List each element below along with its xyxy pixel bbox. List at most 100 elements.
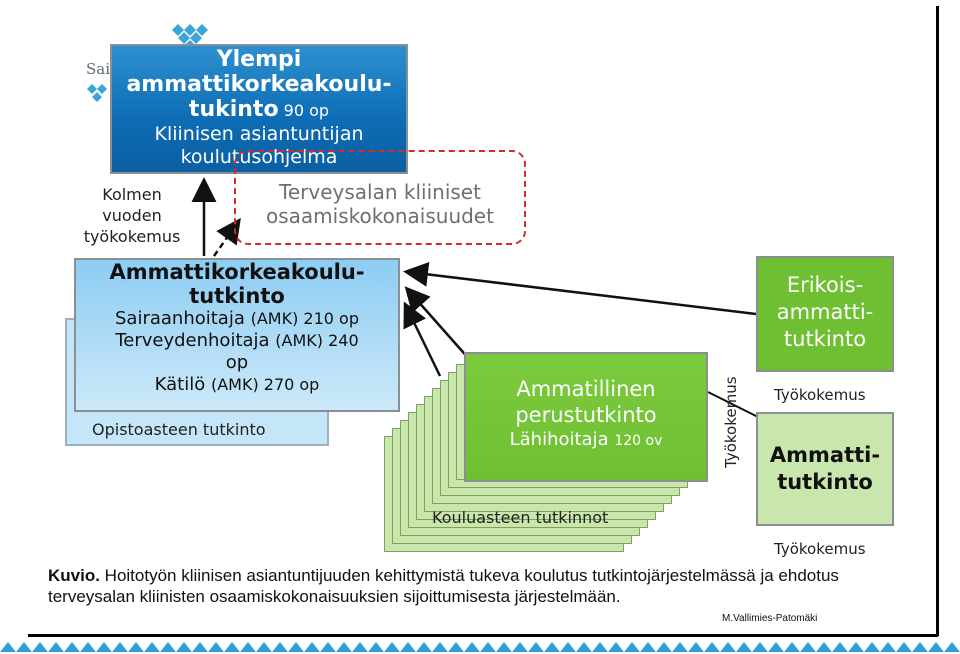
zigzag-triangle bbox=[656, 642, 672, 652]
zigzag-triangle bbox=[144, 642, 160, 652]
zigzag-triangle bbox=[256, 642, 272, 652]
ylempi-line3-op: 90 op bbox=[278, 101, 330, 120]
zigzag-triangle bbox=[288, 642, 304, 652]
zigzag-triangle bbox=[432, 642, 448, 652]
zigzag-triangle bbox=[320, 642, 336, 652]
ammatillinen-line3-small: 120 ov bbox=[614, 433, 663, 449]
author-signature: M.Vallimies-Patomäki bbox=[722, 613, 818, 624]
zigzag-triangle bbox=[704, 642, 720, 652]
zigzag-triangle bbox=[560, 642, 576, 652]
arrow-ammatillinen-to-amk bbox=[404, 286, 471, 361]
kouluasteen-label: Kouluasteen tutkinnot bbox=[432, 508, 609, 527]
zigzag-triangle bbox=[896, 642, 912, 652]
zigzag-triangle bbox=[96, 642, 112, 652]
erikois-line3: tutkinto bbox=[783, 327, 867, 351]
erikois-line2: ammatti- bbox=[776, 300, 874, 324]
zigzag-triangle bbox=[608, 642, 624, 652]
arrow-erikois-to-amk bbox=[403, 261, 757, 316]
zigzag-triangle bbox=[640, 642, 656, 652]
zigzag-triangle bbox=[544, 642, 560, 652]
zigzag-triangle bbox=[32, 642, 48, 652]
tyokokemus-upper: Työkokemus bbox=[774, 386, 866, 404]
zigzag-triangle bbox=[240, 642, 256, 652]
zigzag-triangle bbox=[784, 642, 800, 652]
kolmen-vuoden-tyokokemus: Kolmen vuoden työkokemus bbox=[62, 184, 202, 247]
zigzag-triangle bbox=[192, 642, 208, 652]
amk-row1-small: (AMK) 210 op bbox=[250, 309, 359, 328]
frame-bottom-rule bbox=[28, 634, 938, 637]
zigzag-triangle bbox=[48, 642, 64, 652]
amk-tutkinto-box: Ammattikorkeakoulu- tutkinto Sairaanhoit… bbox=[74, 258, 400, 412]
erikois-line1: Erikois- bbox=[786, 273, 864, 297]
amk-line1: Ammattikorkeakoulu- bbox=[109, 260, 365, 284]
ammatillinen-line2: perustutkinto bbox=[515, 403, 657, 427]
zigzag-triangle bbox=[768, 642, 784, 652]
erikoisammattitutkinto-box: Erikois- ammatti- tutkinto bbox=[756, 256, 894, 372]
caption-bold: Kuvio. bbox=[48, 566, 100, 585]
zigzag-triangle bbox=[416, 642, 432, 652]
ammattitutkinto-box: Ammatti- tutkinto bbox=[756, 412, 894, 526]
frame-right-rule bbox=[936, 6, 939, 636]
zigzag-triangle bbox=[864, 642, 880, 652]
ylempi-amk-box: Ylempi ammattikorkeakoulu- tukinto 90 op… bbox=[110, 44, 408, 174]
figure-caption: Kuvio. Hoitotyön kliinisen asiantuntijuu… bbox=[48, 565, 928, 607]
ylempi-line4: Kliinisen asiantuntijan bbox=[154, 123, 364, 145]
amk-line2: tutkinto bbox=[189, 284, 285, 308]
zigzag-triangle bbox=[112, 642, 128, 652]
zigzag-triangle bbox=[672, 642, 688, 652]
tyokokemus-vertical: Työkokemus bbox=[722, 376, 740, 468]
zigzag-triangle bbox=[624, 642, 640, 652]
zigzag-triangle bbox=[448, 642, 464, 652]
amk-row3: op bbox=[225, 352, 249, 373]
kliiniset-line2: osaamiskokonaisuudet bbox=[266, 204, 494, 228]
kliiniset-line1: Terveysalan kliiniset bbox=[279, 180, 481, 204]
ammatti-line1: Ammatti- bbox=[769, 443, 881, 467]
tyokokemus-lower: Työkokemus bbox=[774, 540, 866, 558]
arrow-stack-to-amk bbox=[403, 301, 442, 377]
zigzag-triangle bbox=[848, 642, 864, 652]
zigzag-triangle bbox=[800, 642, 816, 652]
amk-row4-small: (AMK) 270 op bbox=[210, 375, 320, 394]
zigzag-triangle bbox=[752, 642, 768, 652]
zigzag-triangle bbox=[80, 642, 96, 652]
zigzag-triangle bbox=[384, 642, 400, 652]
amk-row2: Terveydenhoitaja (AMK) 240 bbox=[76, 330, 398, 352]
zigzag-triangle bbox=[176, 642, 192, 652]
zigzag-triangle bbox=[160, 642, 176, 652]
zigzag-triangle bbox=[912, 642, 928, 652]
zigzag-triangle bbox=[304, 642, 320, 652]
logo-text: Sai bbox=[86, 60, 111, 78]
kolmen-line3: työkokemus bbox=[83, 227, 181, 246]
zigzag-triangle bbox=[208, 642, 224, 652]
zigzag-triangle bbox=[224, 642, 240, 652]
zigzag-triangle bbox=[512, 642, 528, 652]
zigzag-triangle bbox=[0, 642, 16, 652]
ylempi-line1: Ylempi bbox=[216, 47, 302, 72]
zigzag-triangle bbox=[400, 642, 416, 652]
zigzag-triangle bbox=[816, 642, 832, 652]
zigzag-triangle bbox=[368, 642, 384, 652]
zigzag-triangle bbox=[64, 642, 80, 652]
zigzag-triangle bbox=[480, 642, 496, 652]
kolmen-line2: vuoden bbox=[102, 206, 162, 225]
ammatillinen-line3: Lähihoitaja 120 ov bbox=[466, 428, 706, 453]
amk-row4: Kätilö (AMK) 270 op bbox=[76, 374, 398, 396]
zigzag-triangle bbox=[832, 642, 848, 652]
amk-row1: Sairaanhoitaja (AMK) 210 op bbox=[76, 308, 398, 330]
zigzag-triangle bbox=[352, 642, 368, 652]
opisto-label: Opistoasteen tutkinto bbox=[92, 420, 266, 439]
ylempi-line2: ammattikorkeakoulu- bbox=[126, 72, 392, 97]
zigzag-triangle bbox=[880, 642, 896, 652]
amk-row1-name: Sairaanhoitaja bbox=[115, 308, 251, 329]
kliiniset-osaamiskokonaisuudet-box: Terveysalan kliiniset osaamiskokonaisuud… bbox=[234, 150, 526, 245]
zigzag-triangle bbox=[720, 642, 736, 652]
zigzag-triangle bbox=[128, 642, 144, 652]
zigzag-triangle bbox=[336, 642, 352, 652]
ylempi-line3: tukinto 90 op bbox=[112, 97, 406, 123]
ammatillinen-perustutkinto-box: Ammatillinen perustutkinto Lähihoitaja 1… bbox=[464, 352, 708, 482]
zigzag-triangle bbox=[592, 642, 608, 652]
zigzag-triangle bbox=[272, 642, 288, 652]
zigzag-triangle bbox=[496, 642, 512, 652]
zigzag-triangle bbox=[16, 642, 32, 652]
ammatti-line2: tutkinto bbox=[777, 470, 873, 494]
